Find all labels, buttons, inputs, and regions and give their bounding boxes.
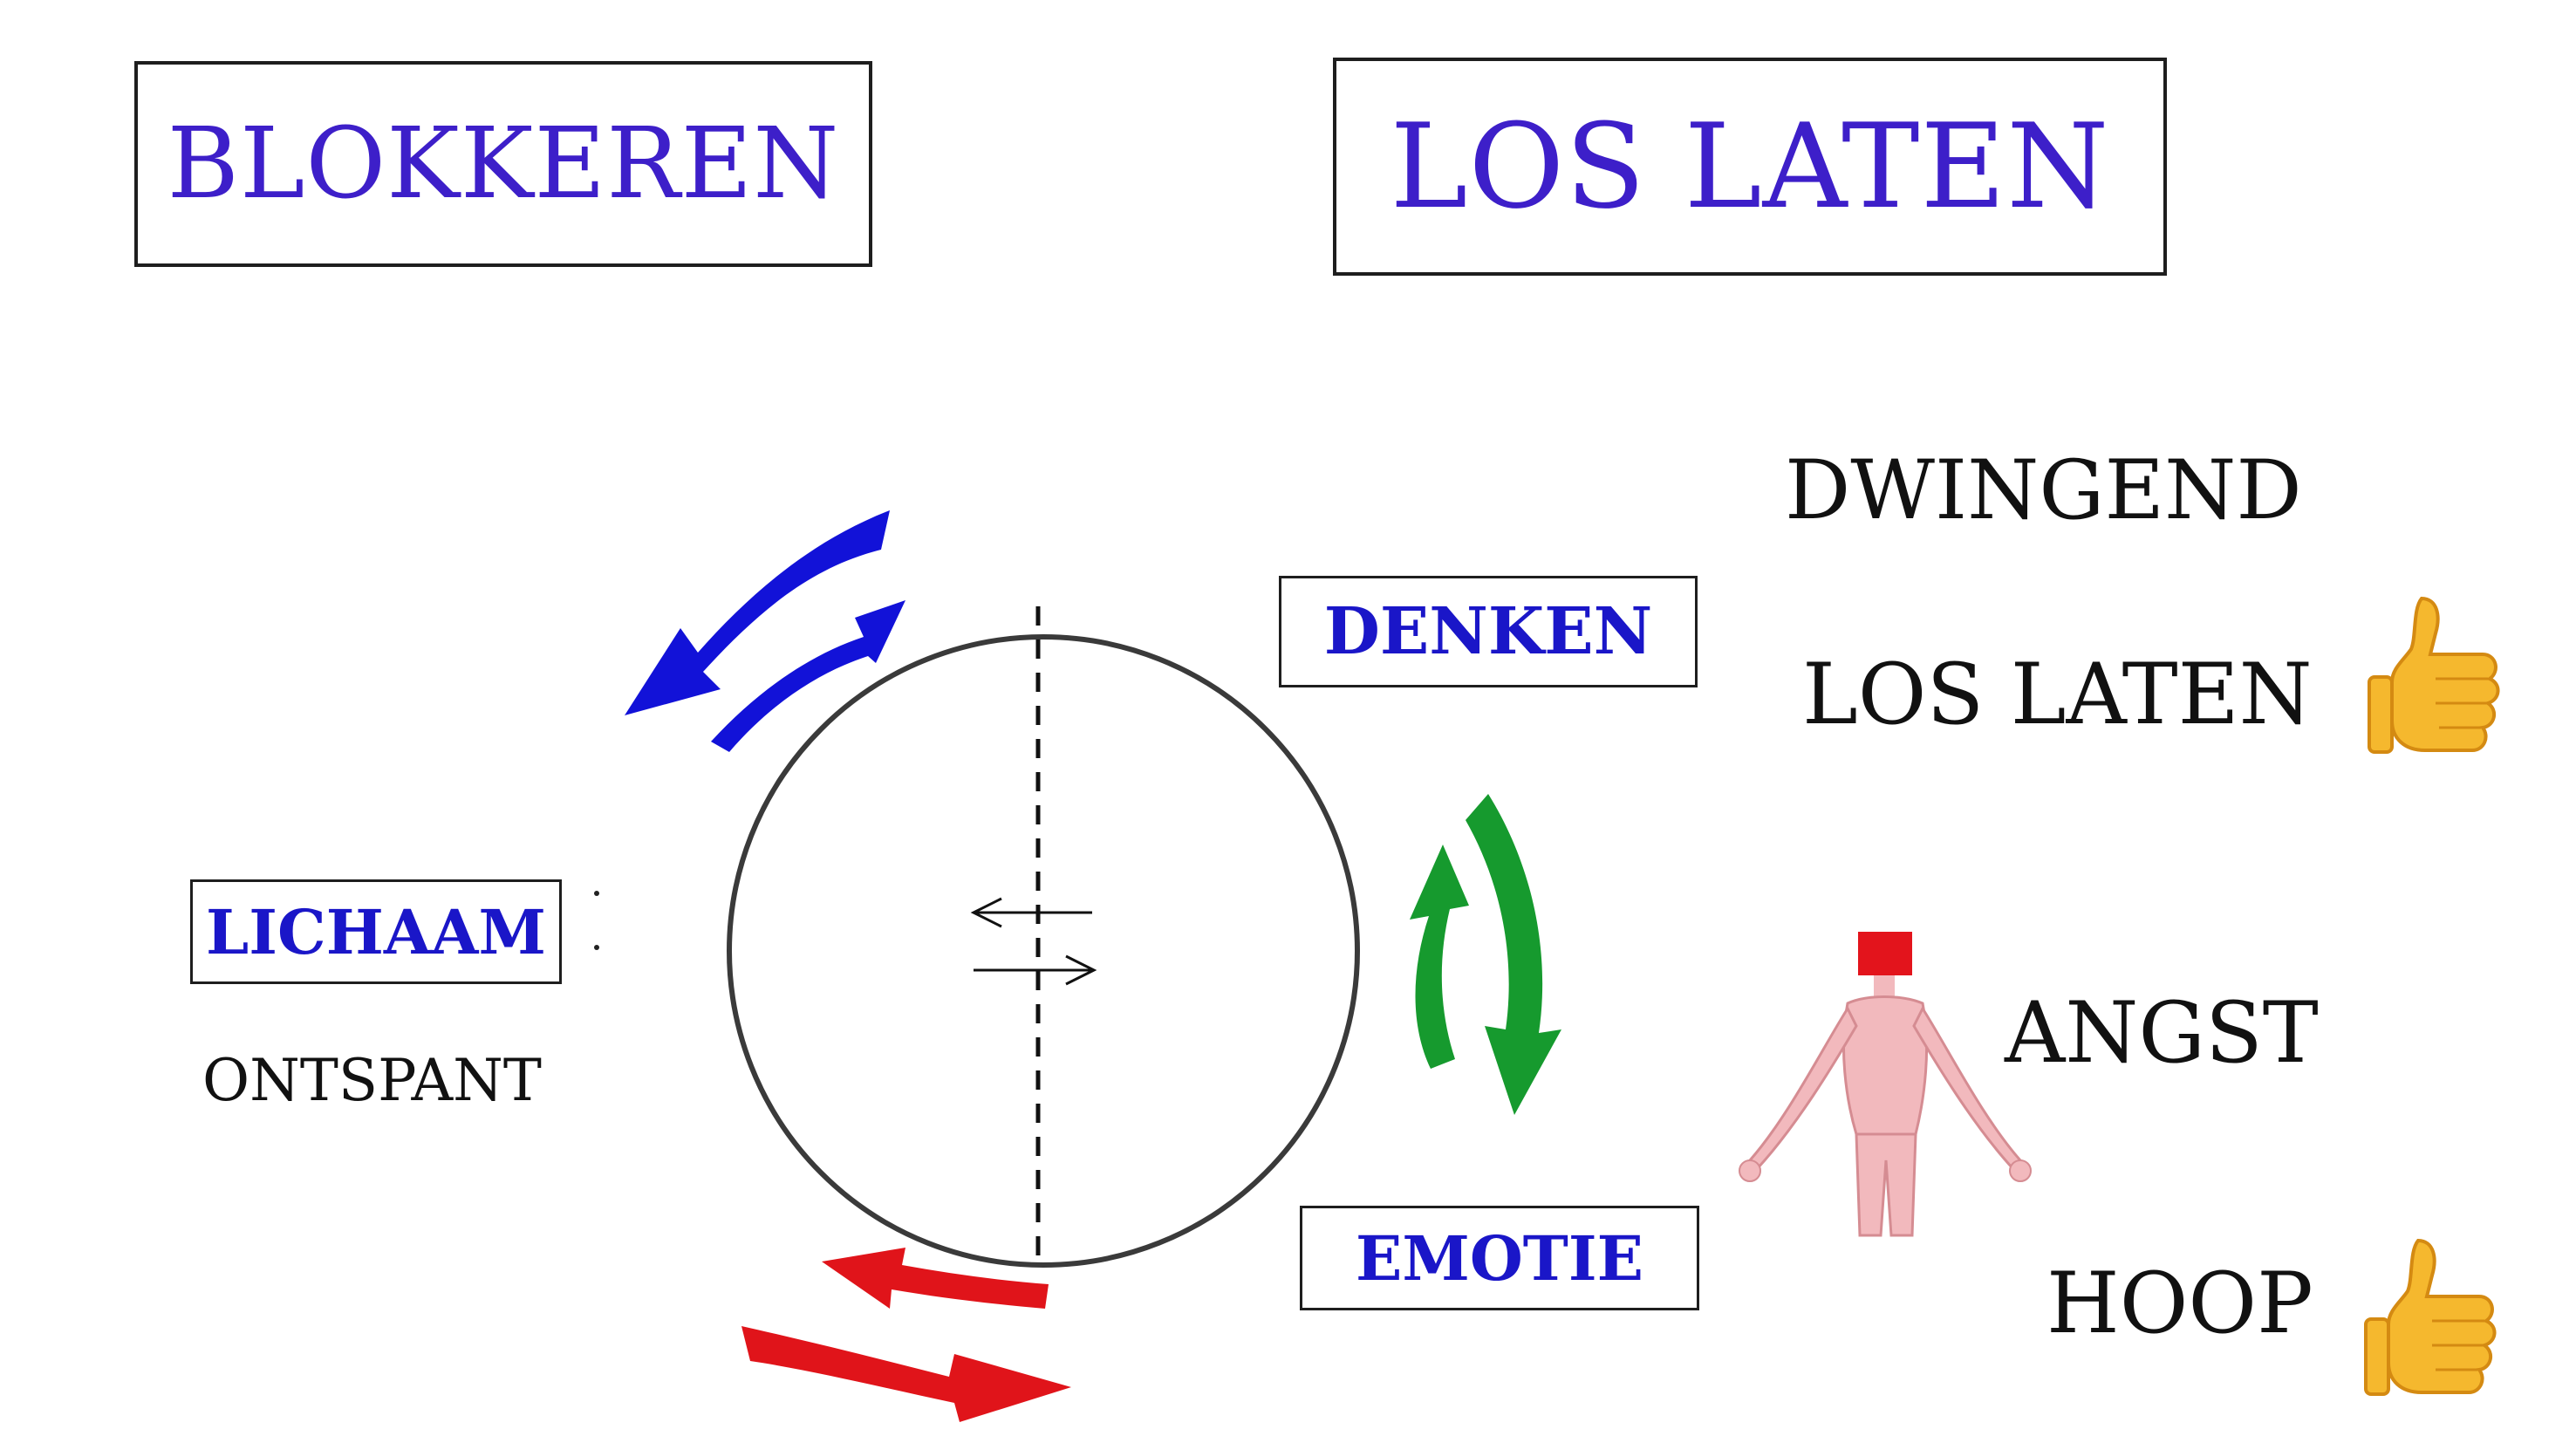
exchange-arrows	[970, 897, 1097, 986]
node-emotie: EMOTIE	[1300, 1206, 1699, 1310]
title-box-blokkeren: BLOKKEREN	[134, 61, 872, 267]
node-lichaam: LICHAAM	[190, 879, 562, 984]
red-arrows	[741, 1248, 1071, 1422]
label-hoop: HOOP	[2046, 1255, 2313, 1352]
human-figure-icon	[1739, 932, 2032, 1237]
label-ontspant: ONTSPANT	[202, 1047, 542, 1114]
blue-arrows	[625, 510, 905, 752]
dot-mark	[594, 945, 599, 950]
node-denken-label: DENKEN	[1323, 594, 1653, 669]
dot-mark	[594, 891, 599, 896]
node-denken: DENKEN	[1279, 576, 1698, 687]
green-arrows	[1410, 794, 1561, 1115]
thumbs-up-icon	[2364, 1238, 2497, 1396]
label-los-laten: LOS LATEN	[1802, 646, 2313, 743]
thumbs-up-icon	[2368, 596, 2500, 754]
label-dwingend: DWINGEND	[1785, 443, 2302, 538]
cycle-circle	[727, 634, 1360, 1268]
title-box-los-laten: LOS LATEN	[1333, 58, 2167, 276]
node-emotie-label: EMOTIE	[1355, 1221, 1643, 1295]
title-blokkeren: BLOKKEREN	[167, 107, 840, 221]
label-angst: ANGST	[2005, 984, 2319, 1082]
node-lichaam-label: LICHAAM	[206, 895, 546, 968]
title-los-laten: LOS LATEN	[1390, 99, 2110, 235]
